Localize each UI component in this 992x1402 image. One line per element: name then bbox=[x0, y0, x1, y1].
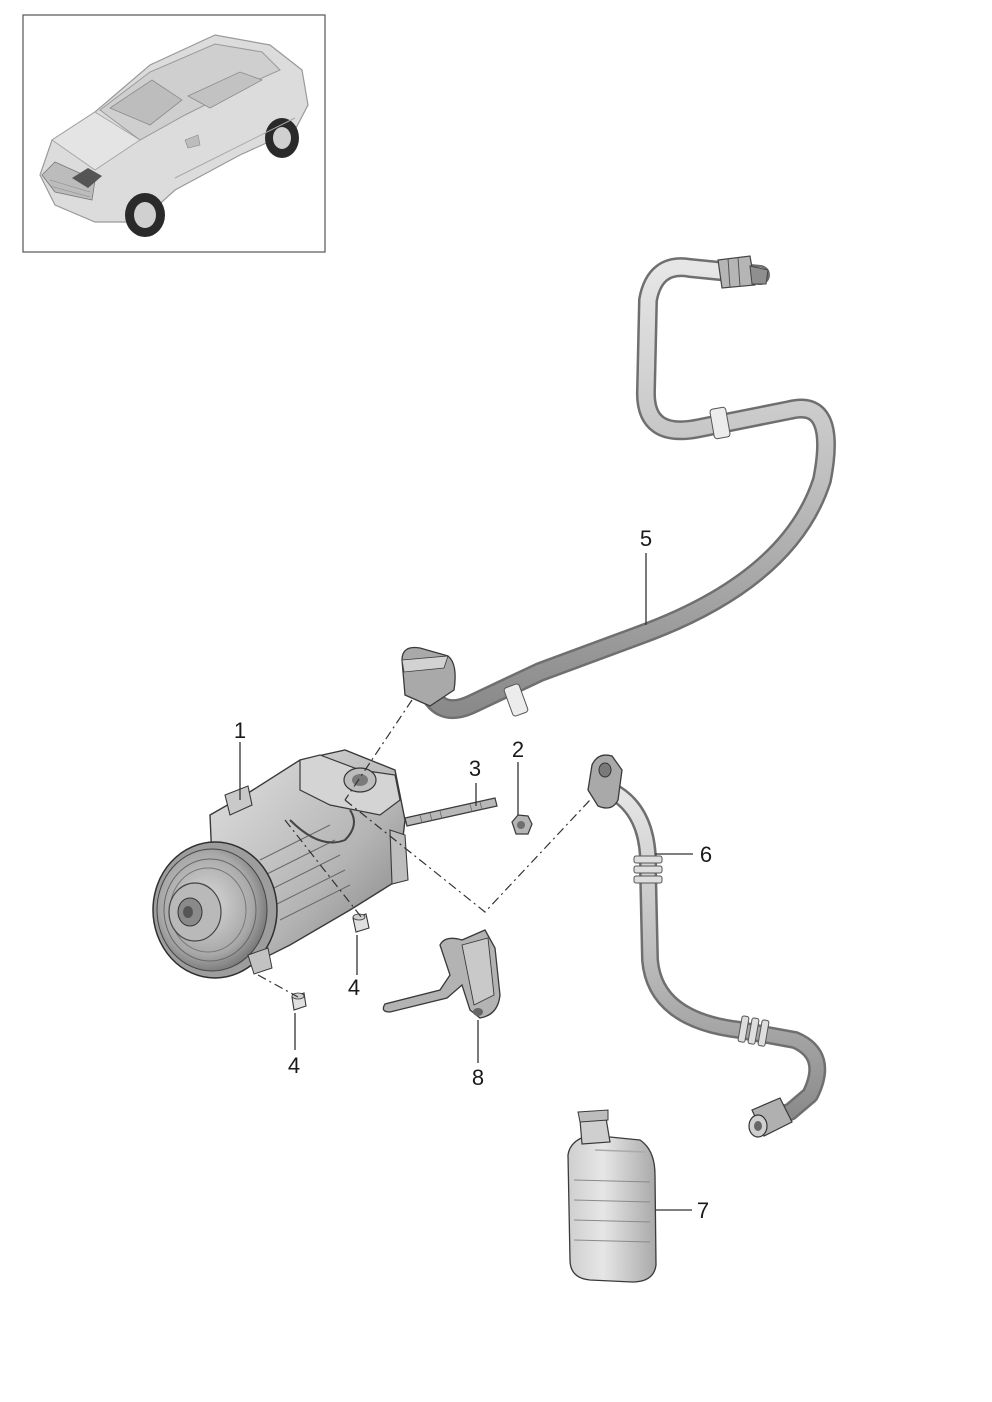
leader-lines bbox=[239, 553, 693, 1211]
callout-5: 5 bbox=[640, 526, 652, 551]
hose-5-top-fitting bbox=[717, 255, 769, 289]
callout-7: 7 bbox=[697, 1198, 709, 1223]
part-5-refrigerant-hose bbox=[401, 255, 836, 719]
callouts: 1 2 3 4 4 5 6 7 8 bbox=[234, 526, 712, 1223]
vehicle-overview-inset bbox=[22, 14, 326, 253]
assembly-lines bbox=[257, 699, 591, 998]
callout-6: 6 bbox=[700, 842, 712, 867]
callout-2: 2 bbox=[512, 737, 524, 762]
part-7-compressor-oil-bottle bbox=[567, 1109, 657, 1283]
hose-6-end-fitting bbox=[748, 1097, 793, 1138]
vehicle-illustration bbox=[39, 34, 309, 237]
callout-4-lower: 4 bbox=[288, 1053, 300, 1078]
part-4-sleeve-upper bbox=[352, 913, 370, 933]
hose-6-top-fitting bbox=[587, 754, 623, 809]
part-8-bracket bbox=[382, 929, 501, 1019]
part-6-refrigerant-hose bbox=[587, 754, 827, 1138]
callout-8: 8 bbox=[472, 1065, 484, 1090]
part-3-stud-bolt bbox=[404, 797, 498, 827]
part-4-sleeve-lower bbox=[291, 992, 307, 1011]
callout-4-upper: 4 bbox=[348, 975, 360, 1000]
callout-3: 3 bbox=[469, 756, 481, 781]
hose-5-block-fitting bbox=[401, 646, 456, 707]
part-2-nut bbox=[511, 814, 533, 835]
callout-1: 1 bbox=[234, 718, 246, 743]
part-1-ac-compressor bbox=[152, 749, 409, 979]
